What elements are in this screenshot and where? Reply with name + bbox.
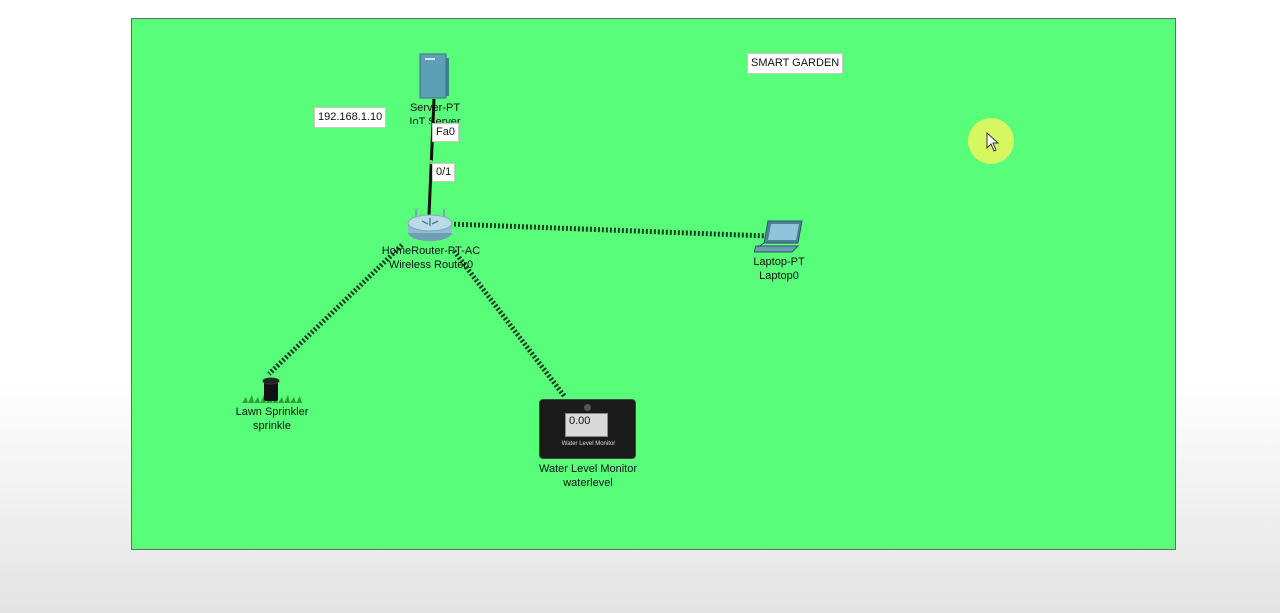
- network-links: [267, 98, 768, 399]
- link-server-router[interactable]: [427, 98, 436, 216]
- link-router-laptop[interactable]: [449, 221, 768, 239]
- water-monitor-name: waterlevel: [563, 477, 613, 489]
- water-level-monitor-icon[interactable]: 0.00 Water Level Monitor: [539, 399, 636, 459]
- link-router-water-monitor[interactable]: [452, 249, 567, 399]
- laptop-name: Laptop0: [759, 270, 799, 282]
- laptop-label[interactable]: Laptop-PT Laptop0: [744, 255, 814, 283]
- monitor-camera-dot: [584, 404, 591, 411]
- laptop-icon[interactable]: [754, 219, 804, 253]
- water-monitor-model: Water Level Monitor: [538, 463, 638, 475]
- ip-address-note[interactable]: 192.168.1.10: [314, 107, 387, 128]
- diagram-title[interactable]: SMART GARDEN: [747, 53, 844, 74]
- link-router-sprinkler[interactable]: [267, 243, 404, 376]
- sprinkler-label[interactable]: Lawn Sprinkler sprinkle: [227, 405, 317, 433]
- sprinkler-model: Lawn Sprinkler: [235, 406, 309, 418]
- server-icon[interactable]: [417, 52, 451, 102]
- monitor-screen-caption: Water Level Monitor: [561, 441, 616, 447]
- water-monitor-label[interactable]: Water Level Monitor waterlevel: [532, 462, 644, 490]
- logical-workspace[interactable]: SMART GARDEN 192.168.1.10 Server-PT IoT …: [131, 18, 1176, 550]
- router-name: Wireless Router0: [388, 259, 474, 271]
- server-model: Server-PT: [409, 102, 461, 114]
- sprinkler-icon[interactable]: [240, 373, 304, 405]
- sprinkler-name: sprinkle: [253, 420, 291, 432]
- router-label[interactable]: HomeRouter-PT-AC Wireless Router0: [377, 244, 485, 272]
- server-label[interactable]: Server-PT IoT Server: [405, 101, 465, 124]
- mouse-cursor-icon: [986, 132, 1000, 152]
- port-label-fa0: Fa0: [432, 123, 459, 142]
- wireless-router-icon[interactable]: [406, 207, 454, 243]
- port-label-0-1: 0/1: [432, 163, 456, 182]
- server-name: IoT Server: [409, 116, 461, 124]
- laptop-model: Laptop-PT: [753, 256, 805, 268]
- router-model: HomeRouter-PT-AC: [381, 245, 481, 257]
- water-level-reading: 0.00: [565, 413, 608, 437]
